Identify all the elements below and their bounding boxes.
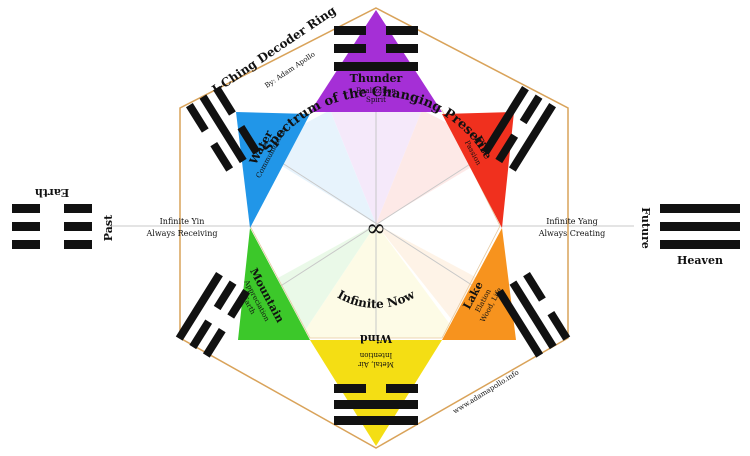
thunder-line-mid-right bbox=[386, 44, 418, 53]
rosette-wind bbox=[300, 224, 460, 338]
water-line-3-left bbox=[185, 102, 209, 133]
thunder-name: Thunder bbox=[350, 72, 403, 85]
earth-label: Earth bbox=[35, 186, 69, 199]
wind-sub2: Metal, Air bbox=[358, 360, 394, 368]
water-line-1-left bbox=[213, 85, 236, 116]
earth-line-3-right bbox=[64, 240, 92, 249]
thunder-sub2: Spirit bbox=[366, 96, 386, 104]
sector-water-triangle bbox=[236, 112, 310, 228]
heaven-line-1 bbox=[660, 204, 740, 213]
water-trigram bbox=[185, 85, 261, 172]
water-line-3-right bbox=[210, 141, 234, 172]
lake-line-1-right bbox=[547, 311, 571, 341]
infinite-yang-label: Infinite Yang bbox=[546, 217, 598, 226]
earth-line-2-left bbox=[12, 222, 40, 231]
wind-line-top-left bbox=[334, 384, 366, 393]
earth-line-3-left bbox=[12, 240, 40, 249]
mountain-trigram bbox=[175, 271, 251, 358]
diagonal-axis-2 bbox=[261, 149, 493, 299]
mountain-line-2-right bbox=[213, 280, 237, 311]
sector-mountain-triangle bbox=[238, 228, 310, 340]
water-line-2 bbox=[199, 94, 247, 164]
mountain-line-2-left bbox=[189, 319, 213, 350]
heaven-label: Heaven bbox=[677, 254, 723, 267]
future-label: Future bbox=[639, 207, 652, 249]
fire-line-2-right bbox=[519, 94, 543, 125]
thunder-line-mid-left bbox=[334, 44, 366, 53]
always-receiving-label: Always Receiving bbox=[145, 229, 217, 238]
thunder-line-top-left bbox=[334, 26, 366, 35]
thunder-line-top-right bbox=[386, 26, 418, 35]
thunder-sub1: Realization bbox=[356, 87, 396, 95]
guide-lines bbox=[108, 100, 634, 348]
past-label: Past bbox=[102, 214, 115, 241]
fire-trigram bbox=[481, 85, 557, 172]
always-creating-label: Always Creating bbox=[538, 229, 606, 238]
wind-line-mid bbox=[334, 400, 418, 409]
sector-thunder-triangle bbox=[310, 10, 442, 112]
wind-line-top-right bbox=[386, 384, 418, 393]
earth-line-2-right bbox=[64, 222, 92, 231]
lake-trigram bbox=[495, 271, 571, 358]
infinity-symbol: ∞ bbox=[366, 214, 386, 242]
earth-trigram bbox=[12, 204, 92, 249]
water-line-1-right bbox=[237, 125, 261, 155]
wind-trigram bbox=[334, 384, 418, 425]
mountain-line-1 bbox=[175, 271, 223, 341]
infinite-yin-label: Infinite Yin bbox=[160, 217, 205, 226]
fire-line-1 bbox=[481, 85, 529, 155]
earth-line-1-left bbox=[12, 204, 40, 213]
website-url: www.adamapollo.info bbox=[452, 368, 521, 415]
wind-sub1: Intention bbox=[359, 351, 392, 359]
thunder-line-bottom bbox=[334, 62, 418, 71]
lake-line-3 bbox=[495, 288, 544, 358]
lake-line-2 bbox=[509, 280, 557, 350]
sector-lake-triangle bbox=[442, 228, 516, 340]
heaven-trigram bbox=[660, 204, 740, 249]
outer-hexagon bbox=[179, 7, 569, 449]
wind-name: Wind bbox=[360, 332, 393, 345]
heaven-line-2 bbox=[660, 222, 740, 231]
fire-line-3 bbox=[508, 102, 557, 172]
mountain-line-3-right bbox=[227, 288, 251, 319]
lake-line-1-left bbox=[523, 271, 546, 302]
thunder-trigram bbox=[334, 26, 418, 71]
fire-line-2-left bbox=[495, 133, 519, 164]
mountain-line-3-left bbox=[202, 327, 226, 358]
wind-line-bottom bbox=[334, 416, 418, 425]
sector-wind-triangle bbox=[310, 340, 442, 446]
earth-line-1-right bbox=[64, 204, 92, 213]
heaven-line-3 bbox=[660, 240, 740, 249]
